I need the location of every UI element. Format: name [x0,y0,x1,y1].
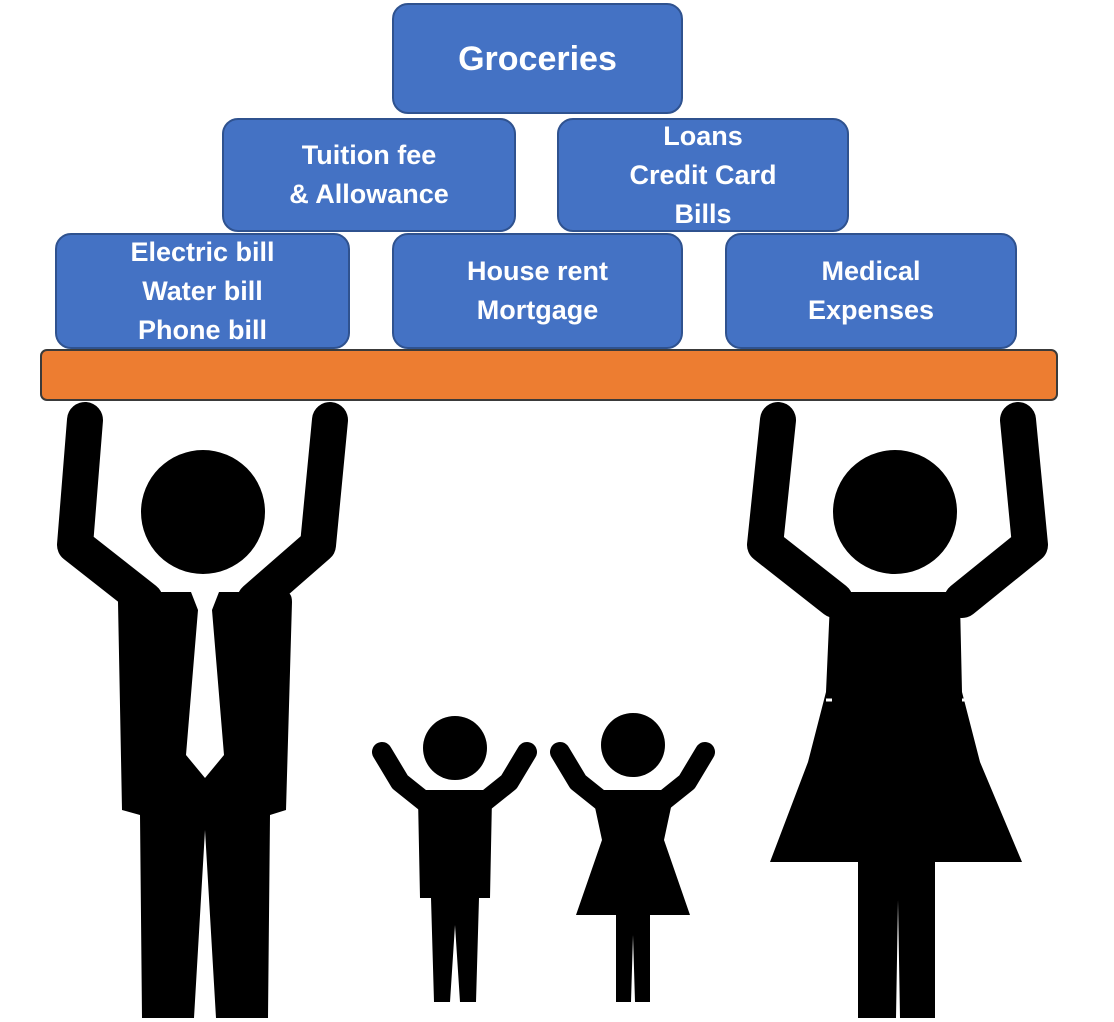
child-icon [372,716,537,1002]
loans-label-line-3: Bills [674,198,732,229]
housing-label-line-1: House rent [466,256,609,286]
groceries-label: Groceries [458,39,617,78]
housing-box: House rent Mortgage [392,233,683,349]
utilities-label-line-1: Electric bill [130,236,275,267]
medical-label-line-2: Expenses [807,295,935,325]
loans-label-line-1: Loans [663,120,743,151]
housing-label-line-2: Mortgage [476,295,599,325]
utilities-label-line-3: Phone bill [137,314,267,345]
medical-box: Medical Expenses [725,233,1017,349]
groceries-box: Groceries [392,3,683,114]
support-board [40,349,1058,401]
utilities-box: Electric bill Water bill Phone bill [55,233,350,349]
loans-label-line-2: Credit Card [629,159,777,190]
tuition-label-line-1: Tuition fee [301,140,437,170]
man-with-tie-icon [57,402,348,1018]
child-in-dress-icon [550,713,715,1002]
medical-label-line-1: Medical [821,256,921,286]
woman-in-dress-icon [747,402,1048,1018]
utilities-label-line-2: Water bill [142,275,263,306]
loans-box: Loans Credit Card Bills [557,118,849,232]
tuition-label-line-2: & Allowance [289,179,449,209]
tuition-box: Tuition fee & Allowance [222,118,516,232]
